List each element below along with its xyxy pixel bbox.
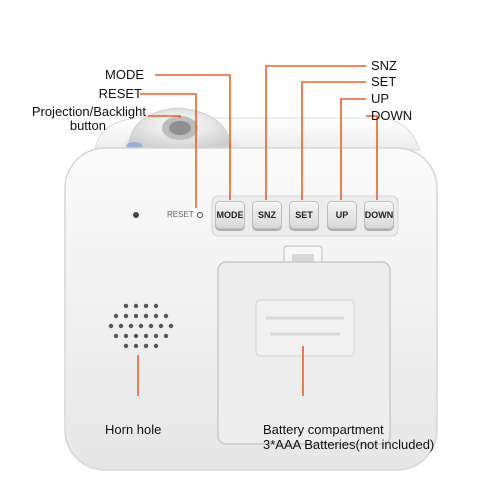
label-battery-compartment: Battery compartment	[263, 422, 384, 437]
label-projection: Projection/Backlight	[31, 104, 146, 119]
down-button[interactable]: DOWN	[364, 201, 394, 229]
label-reset: RESET	[98, 86, 142, 101]
label-up: UP	[371, 91, 390, 106]
reset-marking: RESET	[167, 210, 194, 219]
label-horn-hole: Horn hole	[105, 422, 162, 437]
label-mode: MODE	[105, 67, 144, 82]
reset-pinhole	[196, 211, 204, 219]
label-down: DOWN	[371, 108, 413, 123]
battery-compartment-door	[217, 245, 391, 445]
label-set: SET	[371, 74, 397, 89]
label-projection-button: button	[69, 118, 106, 133]
mode-button[interactable]: MODE	[215, 201, 245, 229]
label-battery-note: 3*AAA Batteries(not included)	[263, 437, 435, 452]
snz-button[interactable]: SNZ	[252, 201, 282, 229]
label-snz: SNZ	[371, 58, 397, 73]
indicator-hole	[133, 212, 139, 218]
set-button[interactable]: SET	[289, 201, 319, 229]
horn-hole-grille	[108, 303, 174, 349]
callout-lines	[137, 65, 378, 396]
up-button[interactable]: UP	[327, 201, 357, 229]
